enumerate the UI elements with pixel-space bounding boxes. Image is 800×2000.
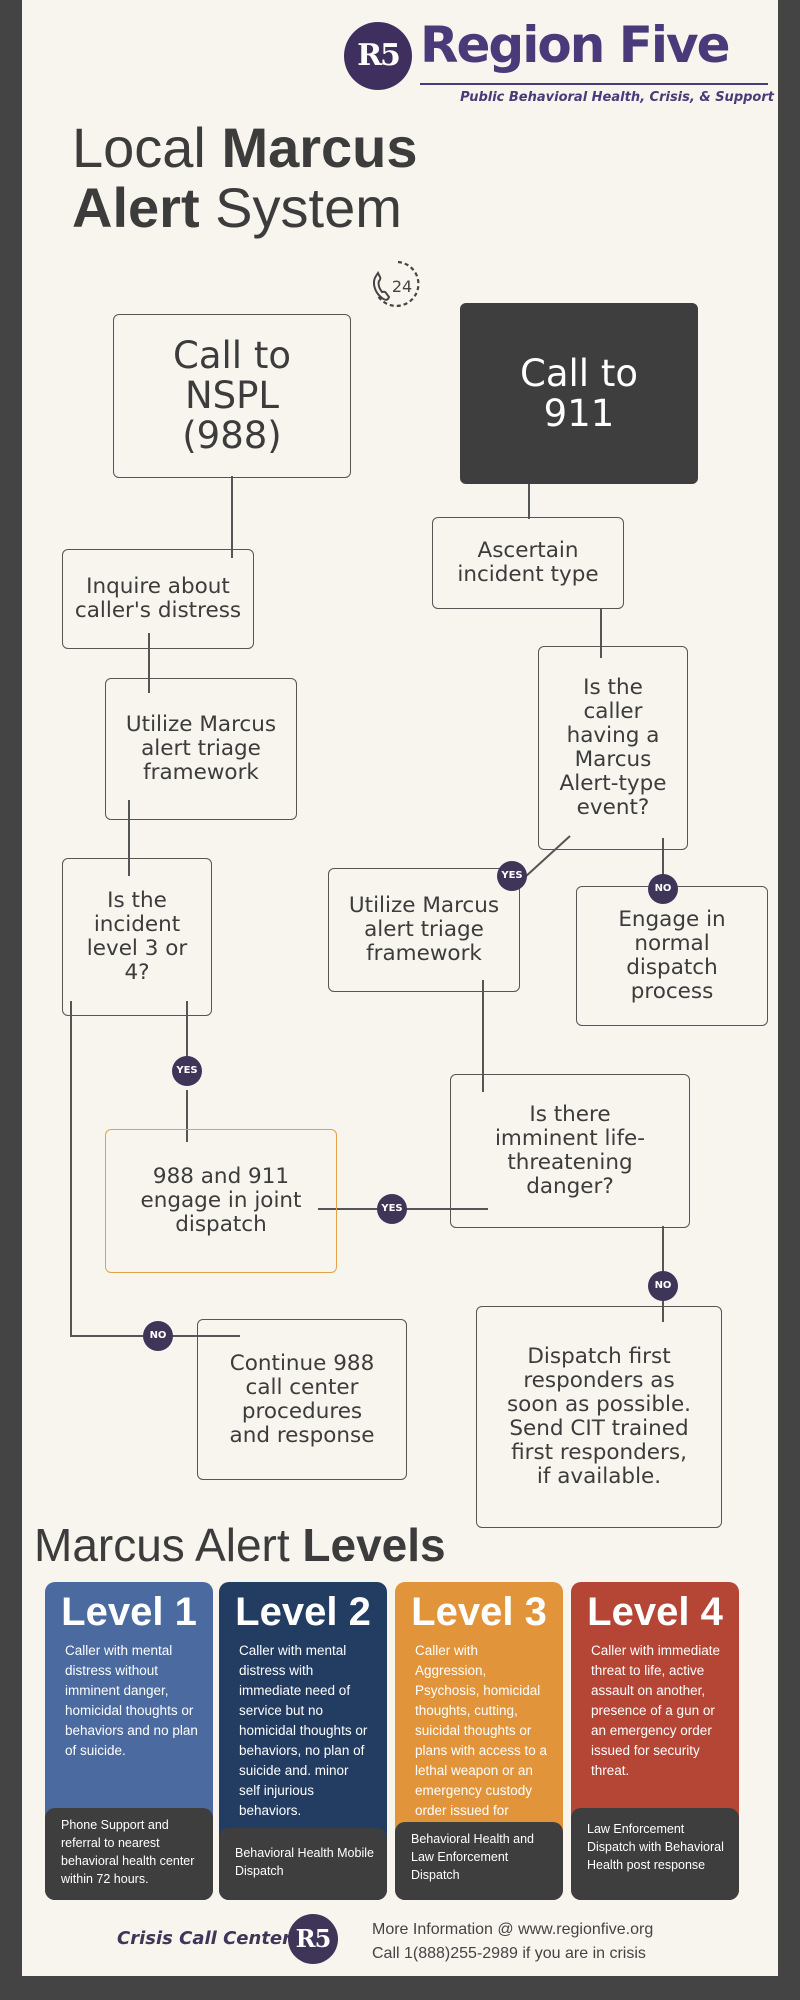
connector: [186, 1001, 188, 1061]
continue-988-box: Continue 988 call center procedures and …: [197, 1319, 407, 1480]
level-card-title: Level 4: [587, 1590, 723, 1634]
infographic-page: R5 Region Five Public Behavioral Health,…: [22, 0, 778, 1976]
level-card: Level 3 Caller with Aggression, Psychosi…: [395, 1582, 563, 1900]
level-card-title: Level 1: [61, 1590, 197, 1634]
region-five-logo: R5 Region Five Public Behavioral Health,…: [344, 16, 774, 110]
logo-badge: R5: [344, 22, 412, 90]
yes-badge-level-question: YES: [172, 1056, 202, 1086]
level-card-description: Caller with Aggression, Psychosis, homic…: [415, 1643, 548, 1838]
page-title: Local Marcus Alert System: [72, 118, 492, 238]
normal-dispatch-box: Engage in normal dispatch process: [576, 886, 768, 1026]
no-badge-marcus-event: NO: [648, 874, 678, 904]
connector: [186, 1090, 188, 1142]
level-card-response: Phone Support and referral to nearest be…: [45, 1808, 213, 1900]
triage-framework-left-box: Utilize Marcus alert triage framework: [105, 678, 297, 820]
connector: [128, 800, 130, 876]
inquire-distress-box: Inquire about caller's distress: [62, 549, 254, 649]
level-card-description: Caller with mental distress with immedia…: [239, 1643, 368, 1818]
phone-24-label: 24: [392, 277, 412, 296]
no-badge-imminent: NO: [648, 1271, 678, 1301]
logo-underline: [420, 83, 768, 85]
level-card-title: Level 3: [411, 1590, 547, 1634]
connector: [662, 838, 664, 888]
connector: [482, 980, 484, 1092]
crisis-call-center-label: Crisis Call Center: [117, 1928, 292, 1949]
joint-dispatch-box: 988 and 911 engage in joint dispatch: [105, 1129, 337, 1273]
ascertain-incident-box: Ascertain incident type: [432, 517, 624, 609]
connector: [148, 633, 150, 693]
logo-tagline: Public Behavioral Health, Crisis, & Supp…: [460, 90, 774, 105]
level-card-description: Caller with mental distress without immi…: [65, 1643, 198, 1758]
footer-info-website: More Information @ www.regionfive.org: [372, 1921, 654, 1938]
dispatch-first-responders-box: Dispatch first responders as soon as pos…: [476, 1306, 722, 1528]
level-card-response: Behavioral Health and Law Enforcement Di…: [395, 1822, 563, 1900]
footer-info: More Information @ www.regionfive.org Ca…: [372, 1918, 752, 1966]
connector: [231, 476, 233, 558]
no-badge-level-question: NO: [143, 1321, 173, 1351]
title-line1-bold: Marcus: [221, 116, 418, 179]
yes-badge-marcus-event: YES: [497, 861, 527, 891]
imminent-danger-question-box: Is there imminent life- threatening dang…: [450, 1074, 690, 1228]
title-line2-light: System: [199, 176, 402, 239]
level-card: Level 1 Caller with mental distress with…: [45, 1582, 213, 1900]
title-line2-bold: Alert: [72, 176, 200, 239]
connector: [662, 1300, 664, 1320]
phone-24-icon: 24: [373, 260, 420, 307]
title-line1-light: Local: [72, 116, 222, 179]
logo-name: Region Five: [420, 16, 731, 74]
call-911-box: Call to 911: [460, 303, 698, 484]
marcus-event-question-box: Is the caller having a Marcus Alert-type…: [538, 646, 688, 850]
connector-diagonal: [523, 835, 571, 879]
footer-r5-badge: R5: [288, 1914, 338, 1964]
footer-info-phone: Call 1(888)255-2989 if you are in crisis: [372, 1945, 646, 1962]
level-card-response: Behavioral Health Mobile Dispatch: [219, 1828, 387, 1900]
triage-framework-right-box: Utilize Marcus alert triage framework: [328, 868, 520, 992]
call-nspl-box: Call to NSPL (988): [113, 314, 351, 478]
connector: [70, 1001, 72, 1336]
level-card: Level 4 Caller with immediate threat to …: [571, 1582, 739, 1900]
level-card: Level 2 Caller with mental distress with…: [219, 1582, 387, 1900]
levels-heading: Marcus Alert Levels: [34, 1518, 634, 1572]
level-question-box: Is the incident level 3 or 4?: [62, 858, 212, 1016]
yes-badge-imminent: YES: [377, 1194, 407, 1224]
levels-heading-bold: Levels: [302, 1519, 446, 1571]
level-card-description: Caller with immediate threat to life, ac…: [591, 1643, 721, 1778]
connector: [528, 482, 530, 519]
level-card-title: Level 2: [235, 1590, 371, 1634]
connector: [600, 608, 602, 658]
levels-heading-light: Marcus Alert: [34, 1519, 303, 1571]
level-card-response: Law Enforcement Dispatch with Behavioral…: [571, 1808, 739, 1900]
